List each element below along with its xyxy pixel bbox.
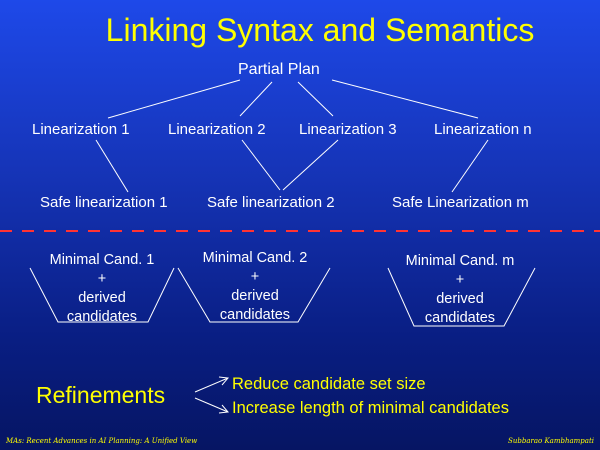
linearization-n: Linearization n (434, 121, 532, 138)
edge-lin1-safe1 (95, 139, 129, 193)
safe-linearization-m: Safe Linearization m (392, 194, 529, 211)
candidate-head: Minimal Cand. 2 (202, 250, 308, 266)
edge-lin2-safe2 (241, 139, 281, 191)
candidate-plus: + (250, 269, 260, 285)
edge-plan-lin2 (239, 81, 273, 117)
refinement-point-2: Increase length of minimal candidates (232, 399, 509, 417)
edge-lin3-safe2 (282, 139, 339, 191)
candidate-funnel-3 (387, 267, 536, 327)
refinement-arrow-2 (194, 397, 229, 413)
refinements-label: Refinements (36, 382, 166, 408)
arrowhead-2 (218, 404, 229, 414)
refinement-point-1: Reduce candidate set size (232, 375, 426, 393)
candidate-head: Minimal Cand. 1 (49, 252, 155, 268)
footer-left: MAs: Recent Advances in AI Planning: A U… (6, 437, 198, 445)
footer-right: Subbarao Kambhampati (508, 437, 594, 445)
candidate-block-2: Minimal Cand. 2 + derived candidates (180, 249, 330, 325)
candidate-candidates: candidates (219, 307, 291, 323)
candidate-funnel-2 (177, 267, 331, 323)
edge-plan-lin3 (297, 81, 334, 117)
edge-plan-lin1 (107, 79, 241, 119)
candidate-plus: + (455, 272, 465, 288)
candidate-candidates: candidates (66, 309, 138, 325)
candidate-derived: derived (231, 288, 279, 304)
safe-linearization-1: Safe linearization 1 (40, 194, 168, 211)
candidate-derived: derived (436, 291, 484, 307)
refinement-arrow-1 (194, 377, 229, 393)
edge-plan-linn (331, 79, 479, 119)
edge-linn-safem (451, 139, 489, 193)
safe-linearization-2: Safe linearization 2 (207, 194, 335, 211)
candidate-derived: derived (78, 290, 126, 306)
root-label: Partial Plan (238, 61, 320, 78)
candidate-head: Minimal Cand. m (405, 253, 515, 269)
linearization-1: Linearization 1 (32, 121, 130, 138)
candidate-block-1: Minimal Cand. 1 + derived candidates (30, 251, 174, 327)
slide-title: Linking Syntax and Semantics (105, 12, 535, 48)
candidate-block-m: Minimal Cand. m + derived candidates (385, 252, 535, 328)
candidate-funnel-1 (29, 267, 175, 323)
candidate-candidates: candidates (424, 310, 496, 326)
candidate-plus: + (97, 271, 107, 287)
arrowhead-1 (218, 376, 229, 386)
linearization-2: Linearization 2 (168, 121, 266, 138)
linearization-3: Linearization 3 (299, 121, 397, 138)
